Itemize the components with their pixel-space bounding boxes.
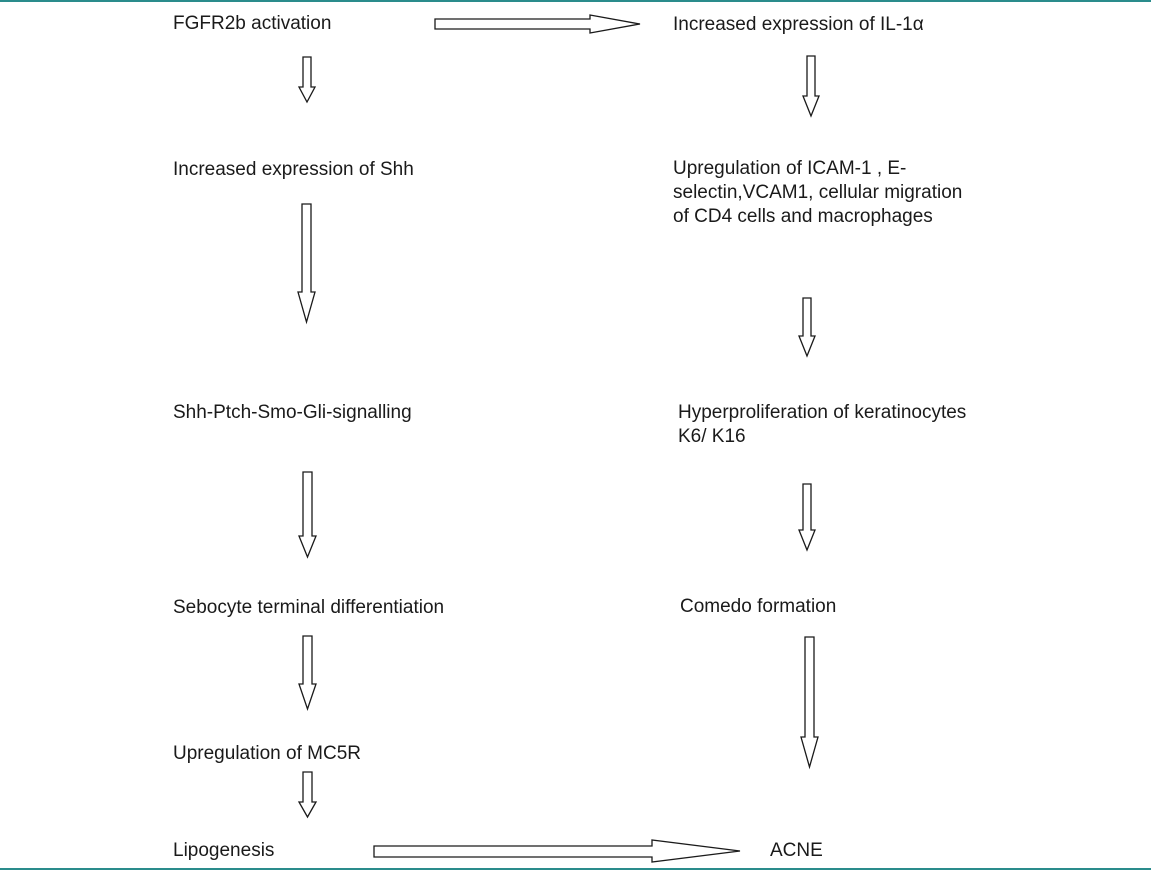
arrow-lipogenesis-to-acne <box>373 839 741 863</box>
arrow-signalling-to-sebocyte <box>298 471 317 559</box>
arrow-shh-to-signalling <box>297 203 316 325</box>
arrow-mc5r-to-lipogenesis <box>297 771 318 819</box>
arrow-fgfr2b-to-il1a <box>434 14 641 34</box>
node-sebocyte-differentiation: Sebocyte terminal differentiation <box>173 597 445 618</box>
node-lipogenesis: Lipogenesis <box>173 840 275 861</box>
node-hyperproliferation: Hyperproliferation of keratinocytes K6/ … <box>678 402 967 447</box>
top-border-line <box>0 0 1151 2</box>
node-acne: ACNE <box>770 840 823 861</box>
arrow-hyperproliferation-to-comedo <box>798 483 816 552</box>
node-upregulation-mc5r: Upregulation of MC5R <box>173 743 361 764</box>
arrow-comedo-to-acne <box>800 636 819 770</box>
arrow-il1a-to-icam <box>802 55 820 118</box>
arrow-sebocyte-to-mc5r <box>298 635 317 712</box>
node-comedo-formation: Comedo formation <box>680 596 837 617</box>
node-upregulation-icam: Upregulation of ICAM-1 , E- selectin,VCA… <box>673 158 963 227</box>
node-increased-expression-il1a: Increased expression of IL-1α <box>673 14 924 35</box>
node-shh-signalling: Shh-Ptch-Smo-Gli-signalling <box>173 402 412 423</box>
arrow-icam-to-hyperproliferation <box>798 297 816 358</box>
node-increased-expression-shh: Increased expression of Shh <box>173 159 414 180</box>
node-fgfr2b-activation: FGFR2b activation <box>173 13 332 34</box>
arrow-fgfr2b-to-shh <box>297 56 317 104</box>
bottom-border-line <box>0 868 1151 870</box>
